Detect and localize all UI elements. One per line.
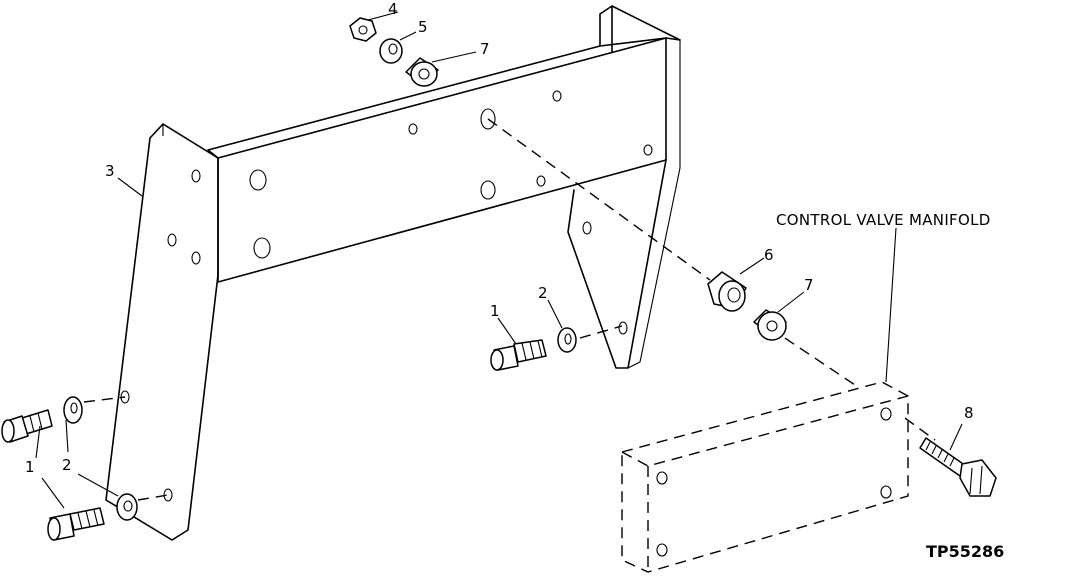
callout-6: 6 [764, 246, 774, 264]
figure-id: TP55286 [926, 542, 1004, 561]
hex-nut [349, 17, 377, 42]
lock-washer [379, 38, 403, 64]
callout-1-center: 1 [490, 302, 500, 320]
callout-7-right: 7 [804, 276, 814, 294]
washer-left-lower [116, 493, 138, 521]
callout-3: 3 [105, 162, 115, 180]
cap-screw [919, 437, 997, 497]
callout-1-left: 1 [25, 458, 35, 476]
component-label: CONTROL VALVE MANIFOLD [776, 211, 991, 229]
bolt-left-upper [1, 409, 53, 443]
mounting-bracket [105, 5, 681, 541]
bolt-center [490, 339, 547, 371]
washer-center [557, 327, 577, 353]
callout-2-left: 2 [62, 456, 72, 474]
control-valve-manifold-block [621, 381, 909, 573]
spacer-right [753, 309, 787, 341]
callout-7-top: 7 [480, 40, 490, 58]
spacer-top [405, 57, 439, 87]
callouts: 3 4 5 7 6 7 8 1 2 1 2 CONTROL VALVE MANI… [25, 0, 1004, 561]
callout-2-center: 2 [538, 284, 548, 302]
bushing [707, 271, 747, 312]
callout-5: 5 [418, 18, 428, 36]
leader-lines [35, 11, 963, 509]
callout-4: 4 [388, 0, 398, 18]
alignment-lines [83, 118, 936, 501]
callout-8: 8 [964, 404, 974, 422]
washer-left-upper [63, 396, 83, 424]
bolt-left-lower [47, 507, 105, 541]
